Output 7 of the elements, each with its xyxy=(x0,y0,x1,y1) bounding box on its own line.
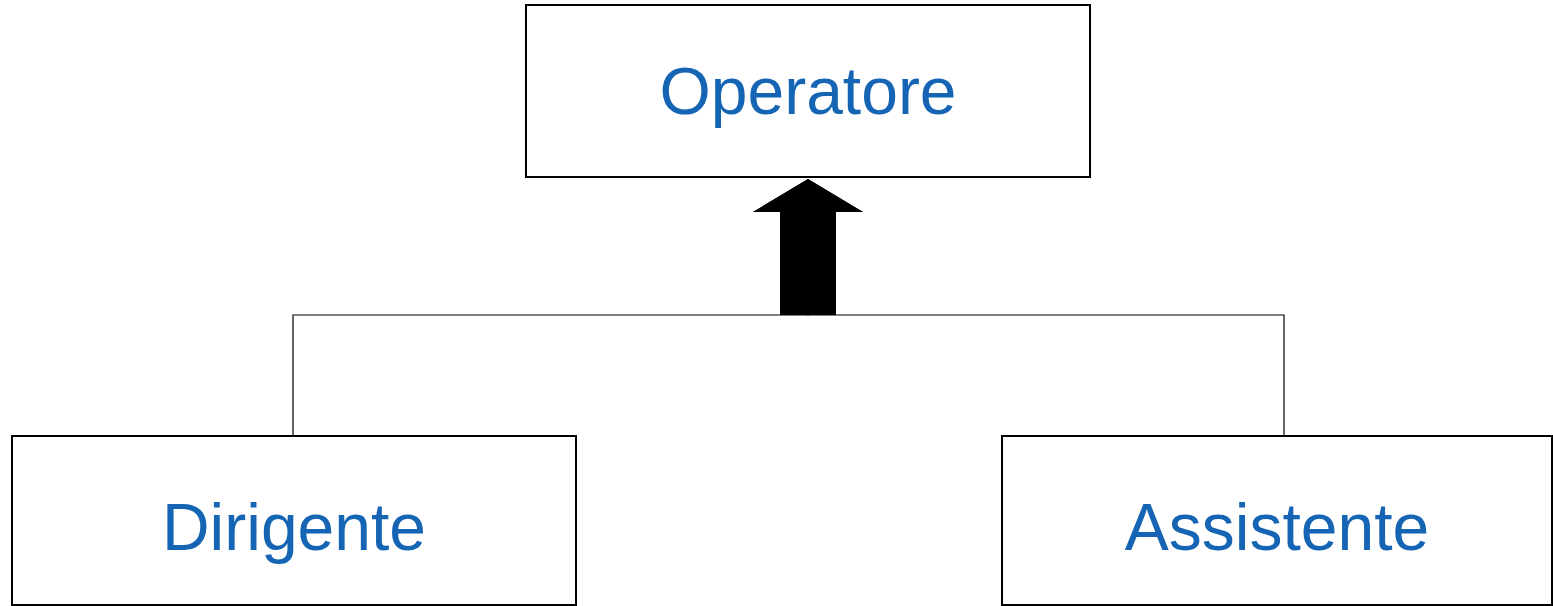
class-box xyxy=(11,435,577,606)
class-box xyxy=(525,4,1091,178)
class-name: Dirigente xyxy=(161,489,427,565)
class-name: Assistente xyxy=(1124,489,1430,565)
class-box xyxy=(1001,435,1553,606)
class-name: Operatore xyxy=(659,53,957,129)
arrow-shaft xyxy=(780,212,836,315)
